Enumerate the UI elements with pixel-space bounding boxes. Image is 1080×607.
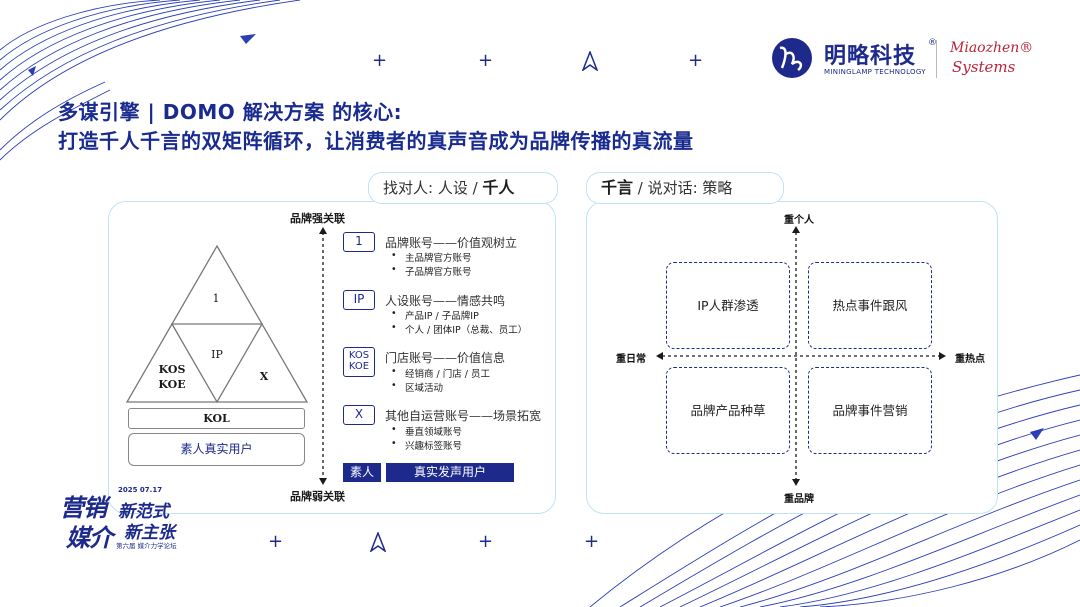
partner-logo-line1: Miaozhen® xyxy=(950,40,1034,56)
quadrant-axes xyxy=(656,226,946,486)
logo-cn: 明略科技 xyxy=(824,44,917,69)
account-bullet: 经销商 / 门店 / 员工 xyxy=(391,366,490,380)
account-bullet: 区域活动 xyxy=(391,380,443,394)
forum-badge: 营销 媒介 2025 07.17 新范式 新主张 第六届 媒介力学论坛 xyxy=(56,484,196,554)
kol-box: KOL xyxy=(128,408,305,429)
page-title: 多谋引擎 | DOMO 解决方案 的核心: 打造千人千言的双矩阵循环，让消费者的… xyxy=(58,98,694,156)
pyramid-diagram xyxy=(125,244,309,404)
quadrant-brand-events: 品牌事件营销 xyxy=(808,367,932,454)
right-tab-emphasis: 千言 xyxy=(601,178,634,197)
account-code-box: IP xyxy=(343,290,375,310)
company-logo: 明略科技 ® MININGLAMP TECHNOLOGY Miaozhen® S… xyxy=(770,36,1034,86)
logo-registered: ® xyxy=(928,38,937,48)
account-title: 门店账号——价值信息 xyxy=(385,351,506,365)
forum-line2: 媒介 xyxy=(66,524,113,552)
plus-icon: + xyxy=(584,531,600,552)
arrow-up-icon xyxy=(370,532,386,552)
pyramid-left-line1: KOS xyxy=(158,363,186,376)
forum-sub: 第六届 媒介力学论坛 xyxy=(116,542,177,550)
plus-icon: + xyxy=(478,531,494,552)
account-bullet: 产品IP / 子品牌IP xyxy=(391,308,479,322)
axis-brand: 重品牌 xyxy=(784,494,814,505)
arrow-up-icon xyxy=(582,51,598,71)
plus-icon: + xyxy=(688,50,704,71)
pyramid-middle-label: IP xyxy=(211,348,223,361)
quadrant-product-seeding: 品牌产品种草 xyxy=(666,367,790,454)
account-bullet: 垂直领域账号 xyxy=(391,424,462,438)
logo-divider xyxy=(936,40,937,78)
title-line1: 多谋引擎 | DOMO 解决方案 的核心: xyxy=(58,100,403,124)
right-panel xyxy=(586,201,998,514)
left-tab-emphasis: 千人 xyxy=(482,178,515,197)
account-bullet: 子品牌官方账号 xyxy=(391,264,471,278)
pyramid-top-label: 1 xyxy=(212,292,220,305)
forum-date: 2025 07.17 xyxy=(118,486,163,494)
forum-slogan2: 新主张 xyxy=(124,523,175,543)
account-bullet: 兴趣标签账号 xyxy=(391,438,462,452)
forum-line1: 营销 xyxy=(60,494,107,522)
account-title: 其他自运营账号——场景拓宽 xyxy=(385,409,542,423)
account-title: 品牌账号——价值观树立 xyxy=(385,236,518,250)
axis-individual: 重个人 xyxy=(784,215,814,226)
plus-icon: + xyxy=(478,50,494,71)
vertical-axis-arrow xyxy=(319,227,327,485)
logo-en: MININGLAMP TECHNOLOGY xyxy=(824,68,926,76)
account-code-box: X xyxy=(343,405,375,425)
account-code-line2: KOE xyxy=(348,361,370,372)
tag-real-voice-users: 真实发声用户 xyxy=(386,463,514,482)
account-title: 人设账号——情感共鸣 xyxy=(385,294,506,308)
right-panel-tab: 千言 / 说对话: 策略 xyxy=(586,172,784,204)
left-panel-tab: 找对人: 人设 / 千人 xyxy=(368,172,558,204)
plus-icon: + xyxy=(268,531,284,552)
pyramid-left-line2: KOE xyxy=(158,378,186,391)
logo-mark-icon xyxy=(772,38,812,78)
account-code-box: 1 xyxy=(343,232,375,252)
right-tab-suffix: / 说对话: 策略 xyxy=(633,179,733,197)
tag-amateur: 素人 xyxy=(343,463,381,482)
quadrant-hot-events: 热点事件跟风 xyxy=(808,262,932,349)
partner-logo-line2: Systems xyxy=(952,58,1016,76)
left-tab-prefix: 找对人: 人设 / xyxy=(383,179,483,197)
account-bullet: 主品牌官方账号 xyxy=(391,250,471,264)
pyramid-right-label: X xyxy=(259,370,269,383)
axis-daily: 重日常 xyxy=(616,354,646,365)
left-panel xyxy=(108,201,556,514)
account-code-box: KOS KOE xyxy=(343,347,375,377)
forum-slogan1: 新范式 xyxy=(118,502,169,522)
real-users-box: 素人真实用户 xyxy=(128,433,305,466)
account-bullet: 个人 / 团体IP（总裁、员工） xyxy=(391,322,527,336)
plus-icon: + xyxy=(372,50,388,71)
quadrant-ip-penetration: IP人群渗透 xyxy=(666,262,790,349)
axis-bottom-weak: 品牌弱关联 xyxy=(290,490,345,503)
account-code-line1: KOS xyxy=(348,350,370,361)
pyramid-left-label: KOS KOE xyxy=(156,362,188,392)
title-line2: 打造千人千言的双矩阵循环，让消费者的真声音成为品牌传播的真流量 xyxy=(58,129,694,153)
axis-top-strong: 品牌强关联 xyxy=(290,212,345,225)
axis-hot-topic: 重热点 xyxy=(955,354,985,365)
